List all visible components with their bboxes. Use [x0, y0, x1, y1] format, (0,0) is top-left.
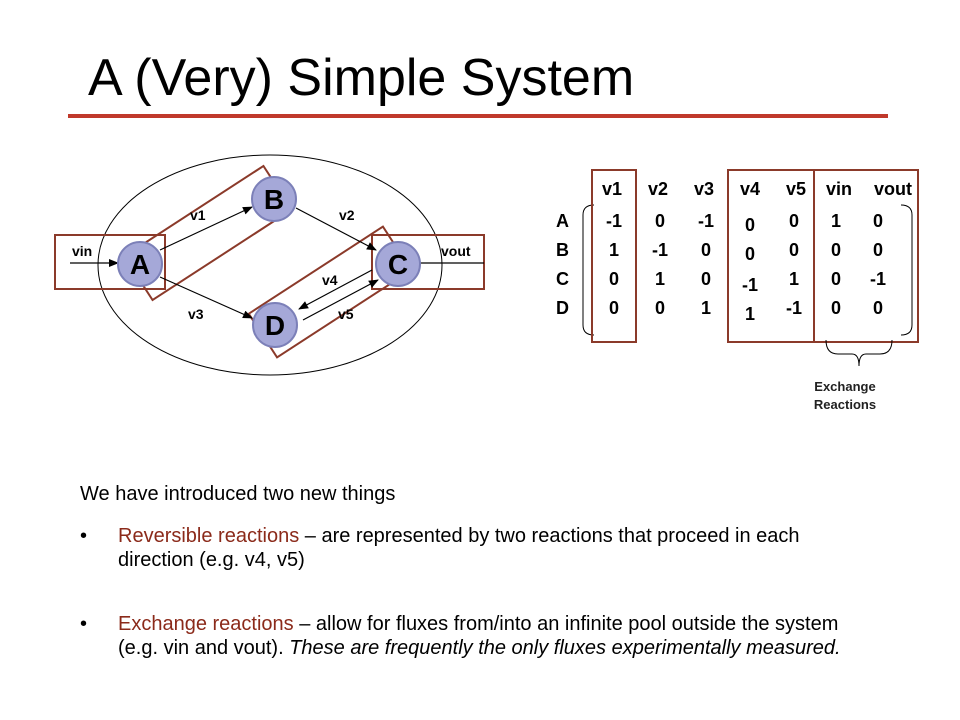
- label-v4: v4: [322, 272, 338, 288]
- exchange-reactions-label: Exchange Reactions: [790, 378, 900, 414]
- edge-v1: [159, 206, 253, 251]
- system-boundary: [97, 154, 443, 376]
- v1-column-box: [591, 169, 637, 343]
- title-underline: [68, 114, 888, 118]
- matrix-left-bracket: [582, 204, 595, 336]
- node-b: B: [251, 176, 297, 222]
- label-vout: vout: [441, 243, 471, 259]
- label-v3: v3: [188, 306, 204, 322]
- term-exchange-reactions: Exchange reactions: [118, 613, 294, 635]
- edge-v5: [302, 279, 379, 321]
- label-vin: vin: [72, 243, 92, 259]
- term-reversible-reactions: Reversible reactions: [118, 525, 300, 547]
- label-v5: v5: [338, 306, 354, 322]
- node-a: A: [117, 241, 163, 287]
- exchange-label-line1: Exchange: [814, 379, 876, 394]
- bullet-reversible: • Reversible reactions – are represented…: [80, 524, 880, 572]
- svg-text:B: B: [264, 184, 284, 215]
- label-v2: v2: [339, 207, 355, 223]
- bullet-marker: •: [80, 613, 88, 635]
- label-v1: v1: [190, 207, 206, 223]
- exchange-brace: [825, 339, 893, 367]
- bullet1-text: – are represented by two reactions that …: [118, 525, 800, 571]
- svg-text:D: D: [265, 310, 285, 341]
- bullet-list: • Reversible reactions – are represented…: [80, 524, 880, 700]
- node-c: C: [375, 241, 421, 287]
- edge-v3: [159, 276, 253, 319]
- svg-text:C: C: [388, 249, 408, 280]
- bullet-marker: •: [80, 525, 88, 547]
- v4-v5-column-box: [727, 169, 815, 343]
- matrix-right-bracket: [900, 204, 913, 336]
- intro-text: We have introduced two new things: [80, 483, 396, 505]
- edge-v4: [298, 269, 373, 310]
- bullet2-text: – allow for fluxes from/into an infinite…: [118, 613, 839, 659]
- vout-exchange-box: [371, 234, 485, 290]
- slide-title: A (Very) Simple System: [88, 49, 635, 107]
- svg-text:A: A: [130, 249, 150, 280]
- network-diagram: A B C D vin v1 v2 v3 v4 v5 vout: [54, 154, 919, 376]
- edge-v2: [295, 207, 377, 251]
- exchange-label-line2: Reactions: [813, 397, 877, 412]
- bullet2-italic-note: These are frequently the only fluxes exp…: [289, 637, 841, 659]
- vin-exchange-box: [54, 234, 166, 290]
- bullet-exchange: • Exchange reactions – allow for fluxes …: [80, 612, 880, 660]
- node-d: D: [252, 302, 298, 348]
- exchange-column-box: [813, 169, 919, 343]
